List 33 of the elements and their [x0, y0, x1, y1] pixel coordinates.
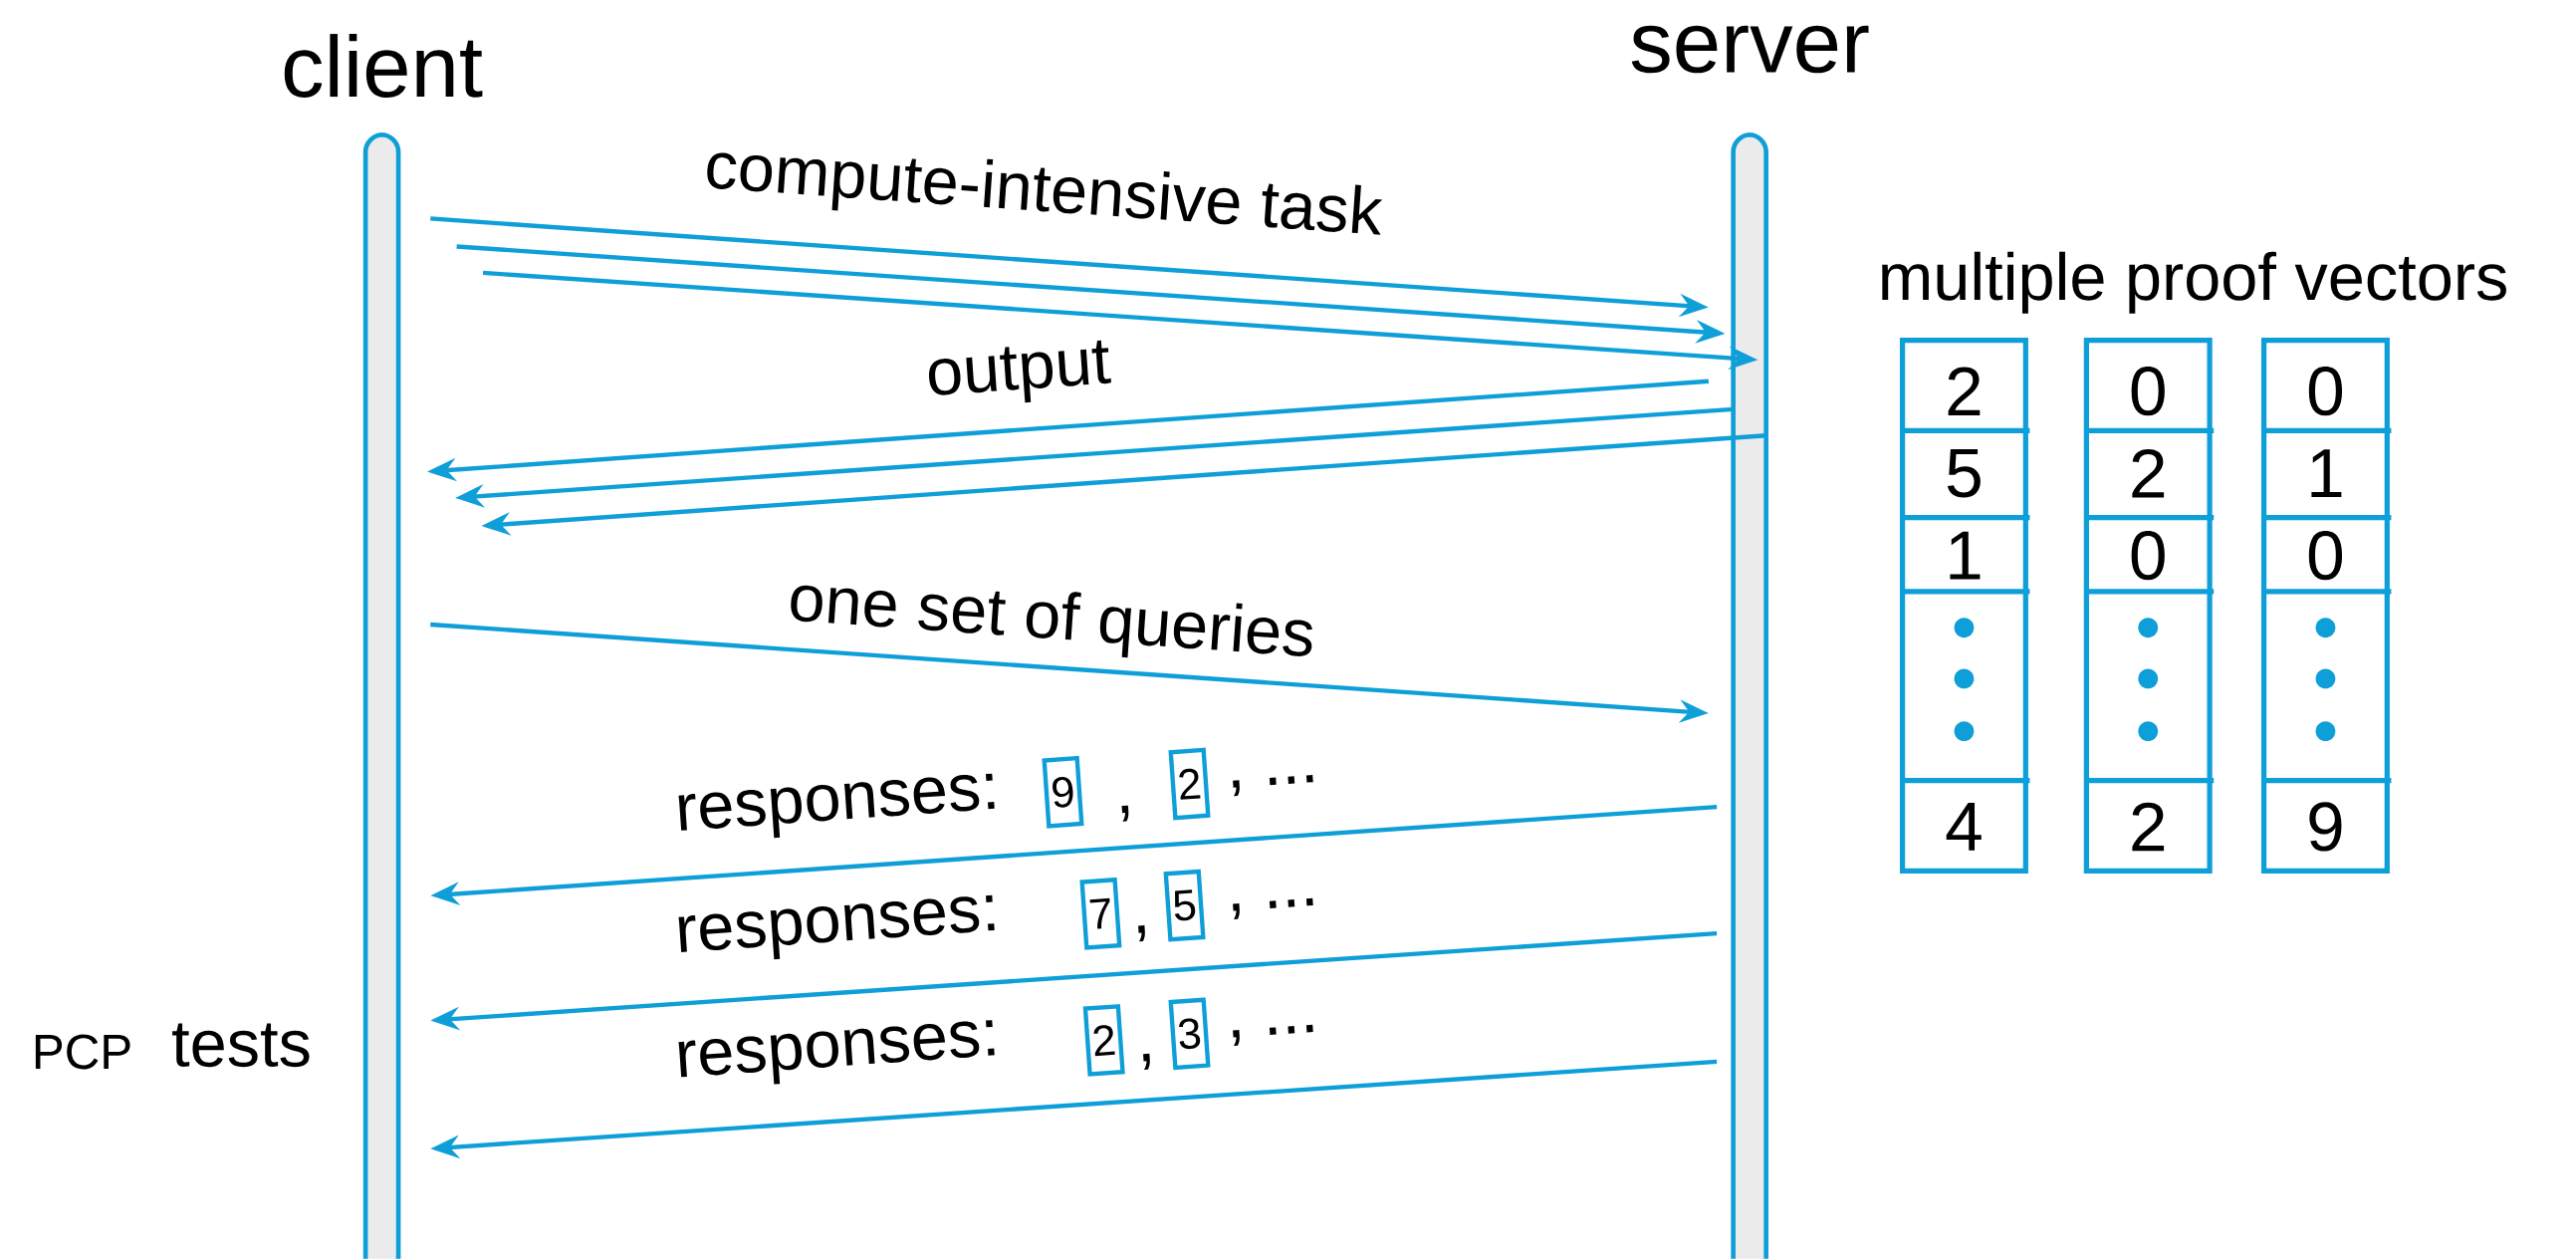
- edge-label: responses:: [678, 773, 995, 839]
- cell-value: 0: [2308, 367, 2343, 416]
- cell-value: 5: [1947, 449, 1981, 498]
- cell-value: 1: [2311, 449, 2342, 498]
- note: PCP: [35, 1034, 130, 1070]
- edge-label: one set of queries: [791, 585, 1312, 658]
- response-box: 3: [1168, 997, 1211, 1071]
- cell-value: 2: [2132, 802, 2165, 852]
- response-box: 7: [1079, 878, 1122, 950]
- lifeline-title: server: [1631, 25, 1869, 74]
- separator: ,: [1138, 925, 1145, 942]
- response-box: 2: [1168, 747, 1211, 821]
- cell-value: 4: [1946, 803, 1982, 851]
- edge-label: output: [929, 340, 1111, 403]
- edge-label: responses:: [678, 1020, 995, 1085]
- continuation: , ...: [1233, 1024, 1313, 1047]
- cell-value: 0: [2131, 367, 2165, 416]
- continuation: , ...: [1233, 897, 1313, 920]
- cell-value: 1: [1950, 531, 1981, 580]
- cell-value: 2: [1948, 367, 1981, 416]
- lifeline-title: client: [284, 34, 483, 99]
- edge-label: compute-intensive task: [707, 152, 1383, 235]
- title: multiple proof vectors: [1882, 251, 2506, 314]
- cell-value: 0: [2131, 531, 2165, 581]
- response-box: 2: [1082, 1004, 1125, 1077]
- cell-value: 2: [2132, 449, 2165, 498]
- edge-label: responses:: [678, 894, 995, 960]
- response-box: 5: [1163, 869, 1206, 942]
- separator: ,: [1121, 805, 1129, 822]
- cell-value: 0: [2308, 531, 2343, 581]
- separator: ,: [1143, 1053, 1150, 1070]
- cell-value: 9: [2309, 802, 2342, 852]
- continuation: , ...: [1233, 775, 1313, 797]
